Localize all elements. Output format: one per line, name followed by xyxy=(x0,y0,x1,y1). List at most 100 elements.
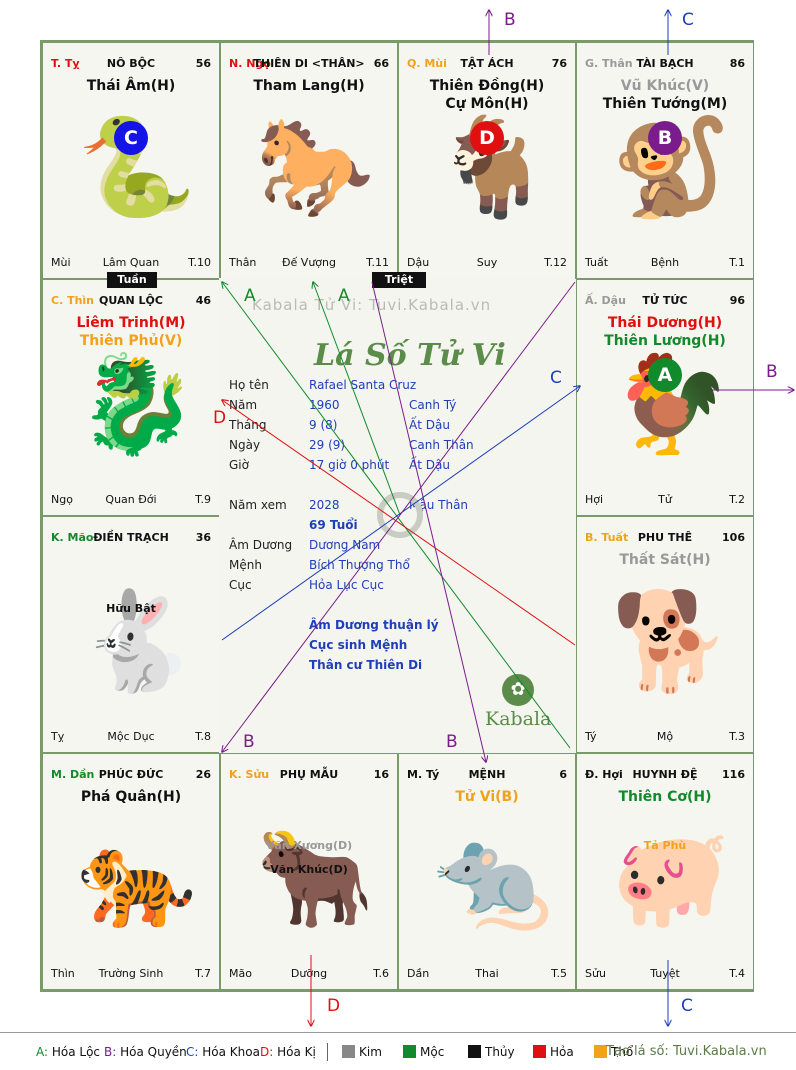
palace-name: QUAN LỘC xyxy=(99,294,163,307)
legend-label: Hỏa xyxy=(550,1045,574,1059)
palace-phase: Thai xyxy=(475,967,499,980)
info-value: Hỏa Lục Cục xyxy=(309,578,384,592)
palace-month: T.9 xyxy=(195,493,211,506)
palace-position: C. Thìn xyxy=(51,294,95,307)
palace-phase: Suy xyxy=(476,256,498,269)
palace-name: PHỤ MẪU xyxy=(279,768,339,781)
main-stars: Liêm Trinh(M)Thiên Phủ(V) xyxy=(43,314,219,350)
info-value-secondary: Canh Thân xyxy=(409,438,474,452)
palace-position: M. Tý xyxy=(407,768,440,781)
main-star: Thái Âm(H) xyxy=(86,78,176,94)
legend-code: D: xyxy=(260,1045,274,1059)
palace-phase: Đế Vượng xyxy=(282,256,336,269)
palace-month: T.12 xyxy=(544,256,567,269)
info-label: Cục xyxy=(229,578,252,592)
color-swatch xyxy=(533,1045,546,1058)
palace-number: 76 xyxy=(551,57,567,70)
tree-icon: ✿ xyxy=(502,674,535,706)
info-label: Họ tên xyxy=(229,378,269,392)
palace-phase: Tuyệt xyxy=(650,967,680,980)
palace-number: 6 xyxy=(559,768,567,781)
palace-position: K. Mão xyxy=(51,531,94,544)
legend-transform-item: C: Hóa Khoa xyxy=(186,1045,260,1059)
palace-number: 106 xyxy=(722,531,745,544)
zodiac-animal-icon: 🐎 xyxy=(255,111,375,223)
palace-position: Ấ. Dậu xyxy=(585,294,626,307)
info-label: Năm xem xyxy=(229,498,287,512)
transform-badge: B xyxy=(648,121,682,155)
legend-element-item: Thổ xyxy=(594,1045,633,1059)
info-label: Giờ xyxy=(229,458,249,472)
main-star: Thiên Đồng(H) xyxy=(429,78,545,94)
palace-branch: Mùi xyxy=(51,256,71,269)
info-label: Âm Dương xyxy=(229,538,293,552)
info-value-secondary: Mậu Thân xyxy=(409,498,469,512)
main-star: Thiên Phủ(V) xyxy=(79,333,183,349)
palace-phase: Dưỡng xyxy=(290,967,328,980)
arrow-label: C xyxy=(550,368,562,388)
palace-month: T.11 xyxy=(366,256,389,269)
main-stars: Thái Dương(H)Thiên Lương(H) xyxy=(577,314,753,350)
palace-branch: Tỵ xyxy=(51,730,65,743)
palace-month: T.1 xyxy=(729,256,745,269)
palace-name: HUYNH ĐỆ xyxy=(632,768,698,781)
palace-month: T.3 xyxy=(729,730,745,743)
color-swatch xyxy=(594,1045,607,1058)
arrow-label: C xyxy=(681,996,693,1016)
palace-header: C. Thìn QUAN LỘC 46 xyxy=(51,294,211,310)
main-stars: Tử Vi(B) xyxy=(399,788,575,806)
main-stars: Tham Lang(H) xyxy=(221,77,397,95)
kabala-logo: ✿ Kabala xyxy=(485,674,551,730)
info-note: Âm Dương thuận lý xyxy=(309,618,439,632)
legend-element-item: Thủy xyxy=(468,1045,515,1059)
main-stars: Thất Sát(H) xyxy=(577,551,753,569)
palace-phase: Tử xyxy=(658,493,672,506)
minor-star: Văn Khúc(D) xyxy=(270,863,348,876)
arrow-label: B xyxy=(446,732,458,752)
legend-element-item: Kim xyxy=(342,1045,382,1059)
main-star: Thất Sát(H) xyxy=(619,552,711,568)
legend-transform-item: B: Hóa Quyền xyxy=(104,1045,187,1059)
palace-number: 36 xyxy=(195,531,211,544)
palace-name: PHU THÊ xyxy=(637,531,693,544)
palace-phase: Bệnh xyxy=(650,256,680,269)
chart-logo: Lá Số Tử Vi xyxy=(314,338,506,373)
transform-badge: D xyxy=(470,121,504,155)
palace-number: 46 xyxy=(195,294,211,307)
palace-branch: Dậu xyxy=(407,256,430,269)
main-star: Thái Dương(H) xyxy=(607,315,723,331)
color-swatch xyxy=(468,1045,481,1058)
triet-tag: Triệt xyxy=(372,272,426,288)
palace-phase: Mộ xyxy=(656,730,674,743)
info-value: 29 (9) xyxy=(309,438,346,452)
palace-position: Q. Mùi xyxy=(407,57,447,70)
arrow-label: B xyxy=(766,362,778,382)
palace-branch: Tuất xyxy=(585,256,609,269)
palace-number: 96 xyxy=(729,294,745,307)
arrow-label: C xyxy=(682,10,694,30)
palace-name: THIÊN DI <THÂN> xyxy=(253,57,365,70)
main-star: Phá Quân(H) xyxy=(80,789,182,805)
legend-label: Hóa Quyền xyxy=(120,1045,187,1059)
main-star: Tử Vi(B) xyxy=(455,789,519,805)
info-value: 1960 xyxy=(309,398,340,412)
info-value: 17 giờ 0 phút xyxy=(309,458,390,472)
palace-branch: Ngọ xyxy=(51,493,73,506)
